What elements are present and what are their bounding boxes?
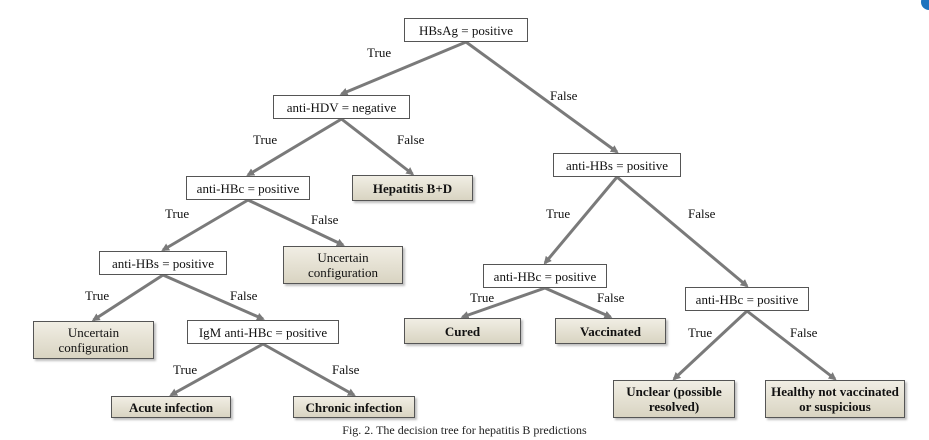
- arrow-anti_hdv-to-anti_hbc_left: [246, 117, 343, 177]
- node-anti-hbc-positive-left: anti-HBc = positive: [186, 176, 310, 200]
- leaf-cured: Cured: [404, 318, 521, 344]
- edge-label-anti-hbc-right-true: True: [688, 325, 713, 340]
- corner-badge: [921, 0, 929, 10]
- edge-label-anti-hbs-right-true: True: [546, 206, 571, 221]
- arrow-igm-to-chronic: [262, 342, 356, 397]
- edge-label-anti-hbs-right-false: False: [688, 206, 716, 221]
- edge-label-root-false: False: [550, 88, 578, 103]
- edge-label-anti-hbc-mid-false: False: [597, 290, 625, 305]
- arrow-anti_hbs_left-to-uncertain_1: [91, 273, 164, 322]
- node-hbsag-positive: HBsAg = positive: [404, 18, 528, 42]
- node-anti-hbc-positive-right: anti-HBc = positive: [685, 287, 809, 311]
- arrow-anti_hbc_right-to-unclear: [672, 309, 749, 381]
- edge-label-anti-hbc-left-true: True: [165, 206, 190, 221]
- arrow-anti_hbs_left-to-igm: [162, 273, 265, 321]
- arrow-anti_hdv-to-hep_bd: [340, 117, 415, 176]
- edge-label-anti-hdv-true: True: [253, 132, 278, 147]
- arrow-root-to-anti_hdv: [339, 40, 467, 96]
- arrow-anti_hbc_left-to-uncertain_2: [247, 198, 345, 247]
- arrow-anti_hbc_mid-to-cured: [460, 286, 546, 319]
- figure-caption: Fig. 2. The decision tree for hepatitis …: [342, 423, 587, 437]
- node-igm-anti-hbc-positive: IgM anti-HBc = positive: [187, 320, 339, 344]
- edge-label-root-true: True: [367, 45, 392, 60]
- leaf-healthy-not-vaccinated: Healthy not vaccinated or suspicious: [765, 380, 905, 418]
- arrow-anti_hbc_left-to-anti_hbs_left: [161, 198, 249, 252]
- arrow-anti_hbs_right-to-anti_hbc_right: [616, 175, 749, 288]
- node-anti-hbs-positive-left: anti-HBs = positive: [99, 251, 227, 275]
- leaf-vaccinated: Vaccinated: [555, 318, 666, 344]
- edge-label-igm-true: True: [173, 362, 198, 377]
- node-anti-hbs-positive-right: anti-HBs = positive: [553, 153, 681, 177]
- arrow-anti_hbs_right-to-anti_hbc_mid: [543, 176, 619, 265]
- leaf-unclear-possible-resolved: Unclear (possible resolved): [613, 380, 735, 418]
- node-anti-hdv-negative: anti-HDV = negative: [273, 95, 410, 119]
- edge-label-anti-hdv-false: False: [397, 132, 425, 147]
- edge-label-igm-false: False: [332, 362, 360, 377]
- leaf-uncertain-configuration-lower: Uncertain configuration: [33, 321, 154, 359]
- arrow-root-to-anti_hbs_right: [465, 40, 619, 154]
- edge-label-anti-hbs-left-true: True: [85, 288, 110, 303]
- edge-label-anti-hbc-mid-true: True: [470, 290, 495, 305]
- node-anti-hbc-positive-mid: anti-HBc = positive: [483, 264, 607, 288]
- leaf-chronic-infection: Chronic infection: [293, 396, 415, 418]
- arrow-igm-to-acute: [169, 342, 264, 397]
- edge-label-anti-hbc-left-false: False: [311, 212, 339, 227]
- edge-label-anti-hbc-right-false: False: [790, 325, 818, 340]
- arrow-anti_hbc_mid-to-vaccinated: [544, 286, 613, 319]
- edge-label-anti-hbs-left-false: False: [230, 288, 258, 303]
- leaf-hepatitis-b-d: Hepatitis B+D: [352, 175, 473, 201]
- arrow-anti_hbc_right-to-healthy: [746, 309, 837, 381]
- leaf-acute-infection: Acute infection: [111, 396, 231, 418]
- leaf-uncertain-configuration-upper: Uncertain configuration: [283, 246, 403, 284]
